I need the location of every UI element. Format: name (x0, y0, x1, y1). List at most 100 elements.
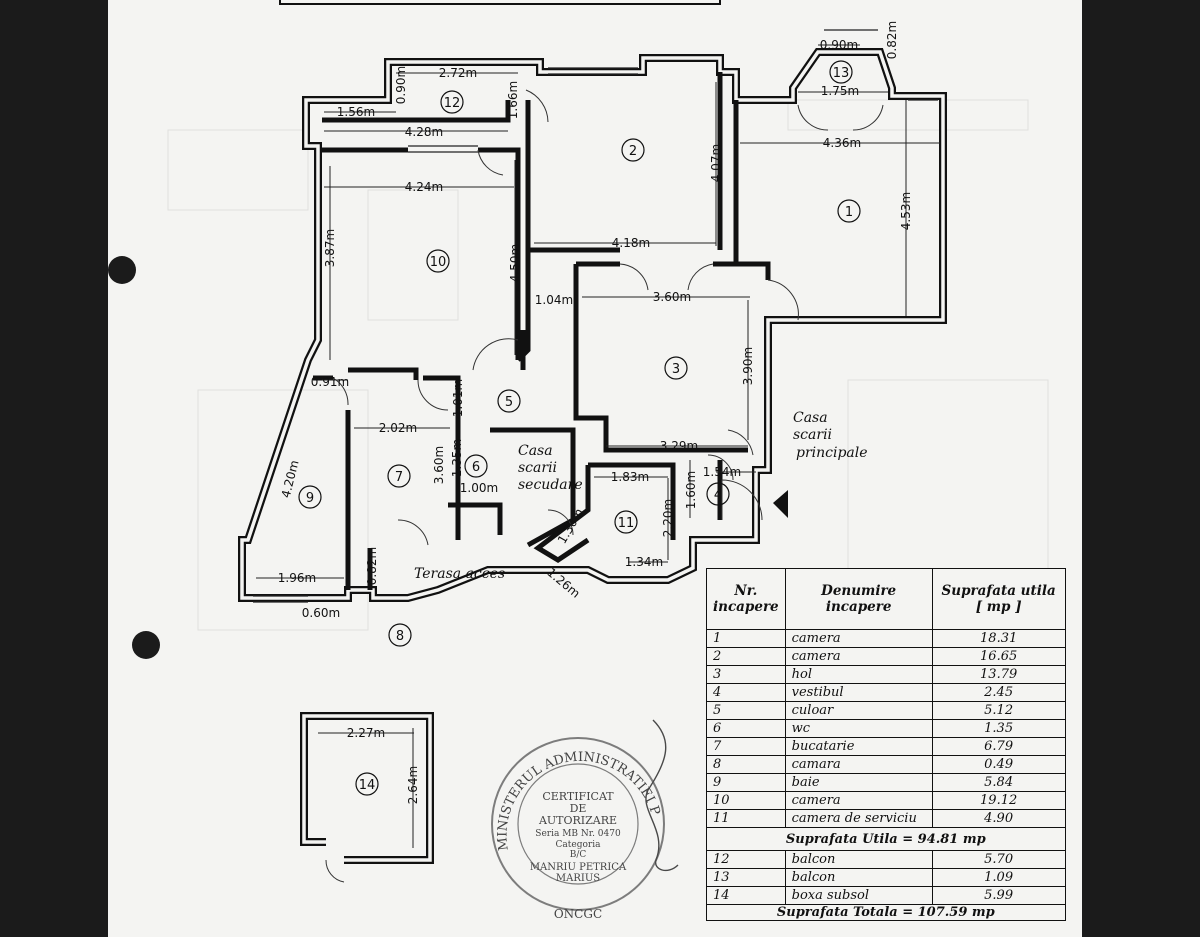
room-name-cell: balcon (784, 868, 933, 887)
room-name-cell: vestibul (784, 683, 933, 702)
room-area-table: Nr. incapere Denumire incapere Suprafata… (706, 568, 1066, 921)
room-9-number: 9 (306, 491, 314, 506)
room-name-cell: camera (784, 647, 933, 666)
dim-label: 1.04m (535, 293, 573, 307)
room-area-cell: 2.45 (931, 683, 1066, 702)
room-2-number: 2 (629, 144, 637, 159)
stamp-line-4: Seria MB Nr. 0470 (535, 829, 621, 839)
room-area-cell: 6.79 (931, 737, 1066, 756)
dim-label: 1.00m (460, 481, 498, 495)
room-area-cell: 4.90 (931, 809, 1066, 828)
main-stairs-label-2: scarii (793, 427, 832, 443)
bleed-through-marks (167, 99, 1049, 631)
room-7-number: 7 (395, 470, 403, 485)
windows (253, 67, 938, 603)
room-14-number: 14 (359, 778, 376, 793)
room-6-number: 6 (472, 460, 480, 475)
dim-label: 4.28m (405, 125, 443, 139)
stamp-line-2: DE (570, 802, 587, 815)
room-markers (298, 60, 861, 796)
secondary-stairs-label-2: scarii (518, 460, 557, 476)
main-stairs-label-1: Casa (793, 410, 828, 426)
stamp-text: MINISTERUL ADMINISTRATIEI PUBLICE CERTIF… (108, 0, 663, 921)
stamp-line-3: AUTORIZARE (538, 814, 617, 827)
area-labels: Casa scarii secudare Casa scarii princip… (414, 410, 868, 582)
room-number-cell: 2 (706, 647, 786, 666)
dim-label: 4.36m (823, 136, 861, 150)
stamp-line-5: Categoria (556, 840, 602, 850)
room-number-cell: 5 (706, 701, 786, 720)
interior-walls (313, 72, 771, 590)
room-11-number: 11 (618, 516, 635, 531)
floor-plan-drawing: 1 2 3 4 5 6 7 8 9 10 11 12 13 14 0.90m 2… (108, 0, 1049, 921)
room-name-cell: culoar (784, 701, 933, 720)
room-4-number: 4 (714, 488, 722, 503)
header-name: Denumire incapere (784, 568, 933, 630)
dim-label: 4.07m (709, 144, 723, 182)
room-name-cell: bucatarie (784, 737, 933, 756)
hole-punches (108, 256, 160, 659)
room-number-cell: 7 (706, 737, 786, 756)
room-5-number: 5 (505, 395, 513, 410)
room-number-cell: 3 (706, 665, 786, 684)
room-13-number: 13 (833, 66, 850, 81)
stamp-line-1: CERTIFICAT (542, 790, 614, 803)
secondary-stairs-label-1: Casa (518, 443, 553, 459)
room-area-cell: 19.12 (931, 791, 1066, 810)
room-12-number: 12 (444, 96, 461, 111)
table-header-row: Nr. incapere Denumire incapere Suprafata… (706, 568, 1066, 630)
room-area-cell: 16.65 (931, 647, 1066, 666)
stamp-line-8: MARIUS (556, 873, 600, 884)
room-number-cell: 8 (706, 755, 786, 774)
room-name-cell: camera (784, 791, 933, 810)
room-name-cell: hol (784, 665, 933, 684)
room-area-cell: 5.12 (931, 701, 1066, 720)
dim-label: 1.96m (278, 571, 316, 585)
header-area: Suprafata utila [ mp ] (931, 568, 1066, 630)
dim-label: 0.82m (365, 547, 379, 585)
room-number-cell: 11 (706, 809, 786, 828)
title-frame (279, 0, 721, 5)
room-number-cell: 4 (706, 683, 786, 702)
dim-label: 1.54m (703, 465, 741, 479)
room-area-cell: 1.09 (931, 868, 1066, 887)
room-3-number: 3 (672, 362, 680, 377)
room-area-cell: 5.99 (931, 886, 1066, 905)
dim-label: 3.87m (323, 229, 337, 267)
main-stairs-label-3: principale (796, 445, 868, 461)
dim-label: 3.29m (660, 439, 698, 453)
room-name-cell: camera de serviciu (784, 809, 933, 828)
room-area-cell: 5.84 (931, 773, 1066, 792)
dim-label: 0.60m (302, 606, 340, 620)
dim-label: 4.18m (612, 236, 650, 250)
room-numbers: 1 2 3 4 5 6 7 8 9 10 11 12 13 14 (306, 66, 853, 793)
room-name-cell: boxa subsol (784, 886, 933, 905)
room-1-number: 1 (845, 205, 853, 220)
dim-label: 1.66m (506, 81, 520, 119)
room-name-cell: baie (784, 773, 933, 792)
terrace-label: Terasa acces (414, 566, 505, 582)
dim-label: 4.53m (899, 192, 913, 230)
room-name-cell: camera (784, 629, 933, 648)
dim-label: 0.90m (820, 38, 858, 52)
room-area-cell: 0.49 (931, 755, 1066, 774)
dim-label: 0.90m (394, 66, 408, 104)
secondary-stairs-label-3: secudare (518, 477, 583, 493)
dim-label: 2.02m (379, 421, 417, 435)
room-area-cell: 5.70 (931, 850, 1066, 869)
dim-label: 2.20m (661, 499, 675, 537)
dim-label: 4.50m (508, 244, 522, 282)
